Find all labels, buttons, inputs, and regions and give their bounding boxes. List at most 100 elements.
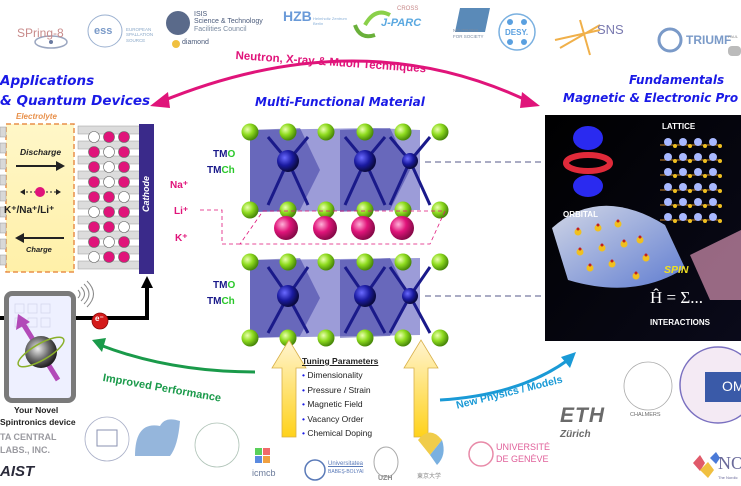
spin-site xyxy=(598,244,606,252)
logo-oma: OM xyxy=(722,378,741,394)
ion-occupied xyxy=(118,146,130,158)
intercalated-ion xyxy=(313,216,337,240)
tuning-item-label: Vacancy Order xyxy=(307,413,364,424)
tuning-arrow-right xyxy=(403,339,439,438)
transition-metal-atom xyxy=(402,288,418,304)
chalcogen-atom xyxy=(394,253,412,271)
chalcogen-atom xyxy=(431,253,449,271)
tuning-parameters-list: Tuning Parameters • Dimensionality• Pres… xyxy=(302,356,378,441)
device-label-1: Your Novel xyxy=(14,405,59,415)
tm-text: TM xyxy=(207,296,222,307)
bullet-icon: • xyxy=(302,399,308,409)
lattice-atom xyxy=(709,198,717,206)
logo-nordita: NO xyxy=(718,453,741,473)
logo-ill-sub2: FOR SOCIETY xyxy=(453,34,484,39)
chalcogen-atom xyxy=(279,201,297,219)
intercalated-ion xyxy=(390,216,414,240)
logo-icmcb: icmcb xyxy=(252,468,276,478)
quantum-devices-title: & Quantum Devices xyxy=(0,93,151,109)
ion-vacancy xyxy=(103,176,115,188)
cathode-label: Cathode xyxy=(141,176,151,212)
tuning-item: • Chemical Doping xyxy=(302,426,378,441)
chalcogen-atom xyxy=(241,123,259,141)
tuning-item: • Pressure / Strain xyxy=(302,383,378,398)
chalcogen-atom xyxy=(356,253,374,271)
spin-site xyxy=(614,220,622,228)
intercalated-ion xyxy=(274,216,298,240)
logo-hzb: HZB xyxy=(283,8,312,24)
ion-vacancy xyxy=(88,131,100,143)
spin-site xyxy=(632,272,640,280)
electrolyte-label: Electrolyte xyxy=(16,112,57,121)
tm-text: TM xyxy=(207,165,222,176)
ion-occupied xyxy=(118,176,130,188)
fundamentals-title: Fundamentals xyxy=(629,73,725,87)
ion-label-na: Na⁺ xyxy=(170,180,189,191)
spin-site xyxy=(586,264,594,272)
lattice-atom xyxy=(694,168,702,176)
lattice-atom xyxy=(694,153,702,161)
ion-vacancy xyxy=(103,146,115,158)
ion-occupied xyxy=(118,251,130,263)
spin-site xyxy=(636,236,644,244)
chalcogen-atom xyxy=(279,253,297,271)
tm-text: TM xyxy=(213,280,228,291)
ion-label-k: K⁺ xyxy=(175,233,188,244)
ion-vacancy xyxy=(103,161,115,173)
chalcogen-atom xyxy=(241,253,259,271)
new-physics-arrow xyxy=(439,358,569,402)
logo-triumf: TRIUMF xyxy=(686,33,732,47)
charge-label: Charge xyxy=(26,245,52,254)
tuning-item: • Magnetic Field xyxy=(302,397,378,412)
tmch-label-lower: TMCh xyxy=(207,296,235,307)
ion-occupied xyxy=(88,176,100,188)
lattice-atom xyxy=(679,183,687,191)
chalcogen-atom xyxy=(394,329,412,347)
chalcogen-atom xyxy=(431,201,449,219)
tuning-item-label: Dimensionality xyxy=(307,370,363,380)
lattice-atom xyxy=(709,138,717,146)
lattice-atom xyxy=(679,168,687,176)
logo-jparc: J-PARC xyxy=(381,17,422,29)
lattice-atom xyxy=(694,138,702,146)
logo-geneve-2: DE GENÈVE xyxy=(496,454,549,464)
chalcogen-atom xyxy=(279,329,297,347)
lattice-atom xyxy=(664,168,672,176)
lattice-atom xyxy=(679,198,687,206)
logo-babes-2: BABEŞ-BOLYAI xyxy=(328,469,364,475)
electron-label: e⁻ xyxy=(95,314,104,323)
lattice-atom xyxy=(679,153,687,161)
tuning-item-label: Pressure / Strain xyxy=(307,384,371,395)
lattice-label: LATTICE xyxy=(662,122,696,131)
applications-title: Applications xyxy=(0,73,95,89)
magnetic-properties-title: Magnetic & Electronic Pro xyxy=(563,91,739,105)
logo-toyota-2: LABS., INC. xyxy=(0,445,51,455)
logo-diamond: diamond xyxy=(182,39,209,46)
lattice-atom xyxy=(709,168,717,176)
lattice-atom xyxy=(664,183,672,191)
logo-eth-zurich: Zürich xyxy=(560,429,591,440)
chalcogen-atom xyxy=(356,123,374,141)
logo-ess: ess xyxy=(94,25,113,37)
o-text: O xyxy=(227,149,236,160)
tuning-item-label: Magnetic Field xyxy=(307,399,363,409)
logo-desy: DESY. xyxy=(505,28,529,37)
spin-site xyxy=(594,224,602,232)
logo-sns: SNS xyxy=(597,22,624,37)
ion-vacancy xyxy=(88,251,100,263)
tmo-label-lower: TMO xyxy=(213,280,235,291)
bullet-icon: • xyxy=(302,384,308,395)
chalcogen-atom xyxy=(279,123,297,141)
chalcogen-atom xyxy=(394,201,412,219)
lattice-atom xyxy=(709,183,717,191)
lattice-atom xyxy=(664,153,672,161)
wireless-icon xyxy=(77,280,94,308)
lattice-atom xyxy=(709,153,717,161)
chalcogen-atom xyxy=(317,253,335,271)
bullet-icon: • xyxy=(302,413,308,424)
ion-occupied xyxy=(88,146,100,158)
logo-chalmers: CHALMERS xyxy=(630,412,661,418)
device-label-2: Spintronics device xyxy=(0,417,76,427)
logo-toyota-1: TA CENTRAL xyxy=(0,432,57,442)
